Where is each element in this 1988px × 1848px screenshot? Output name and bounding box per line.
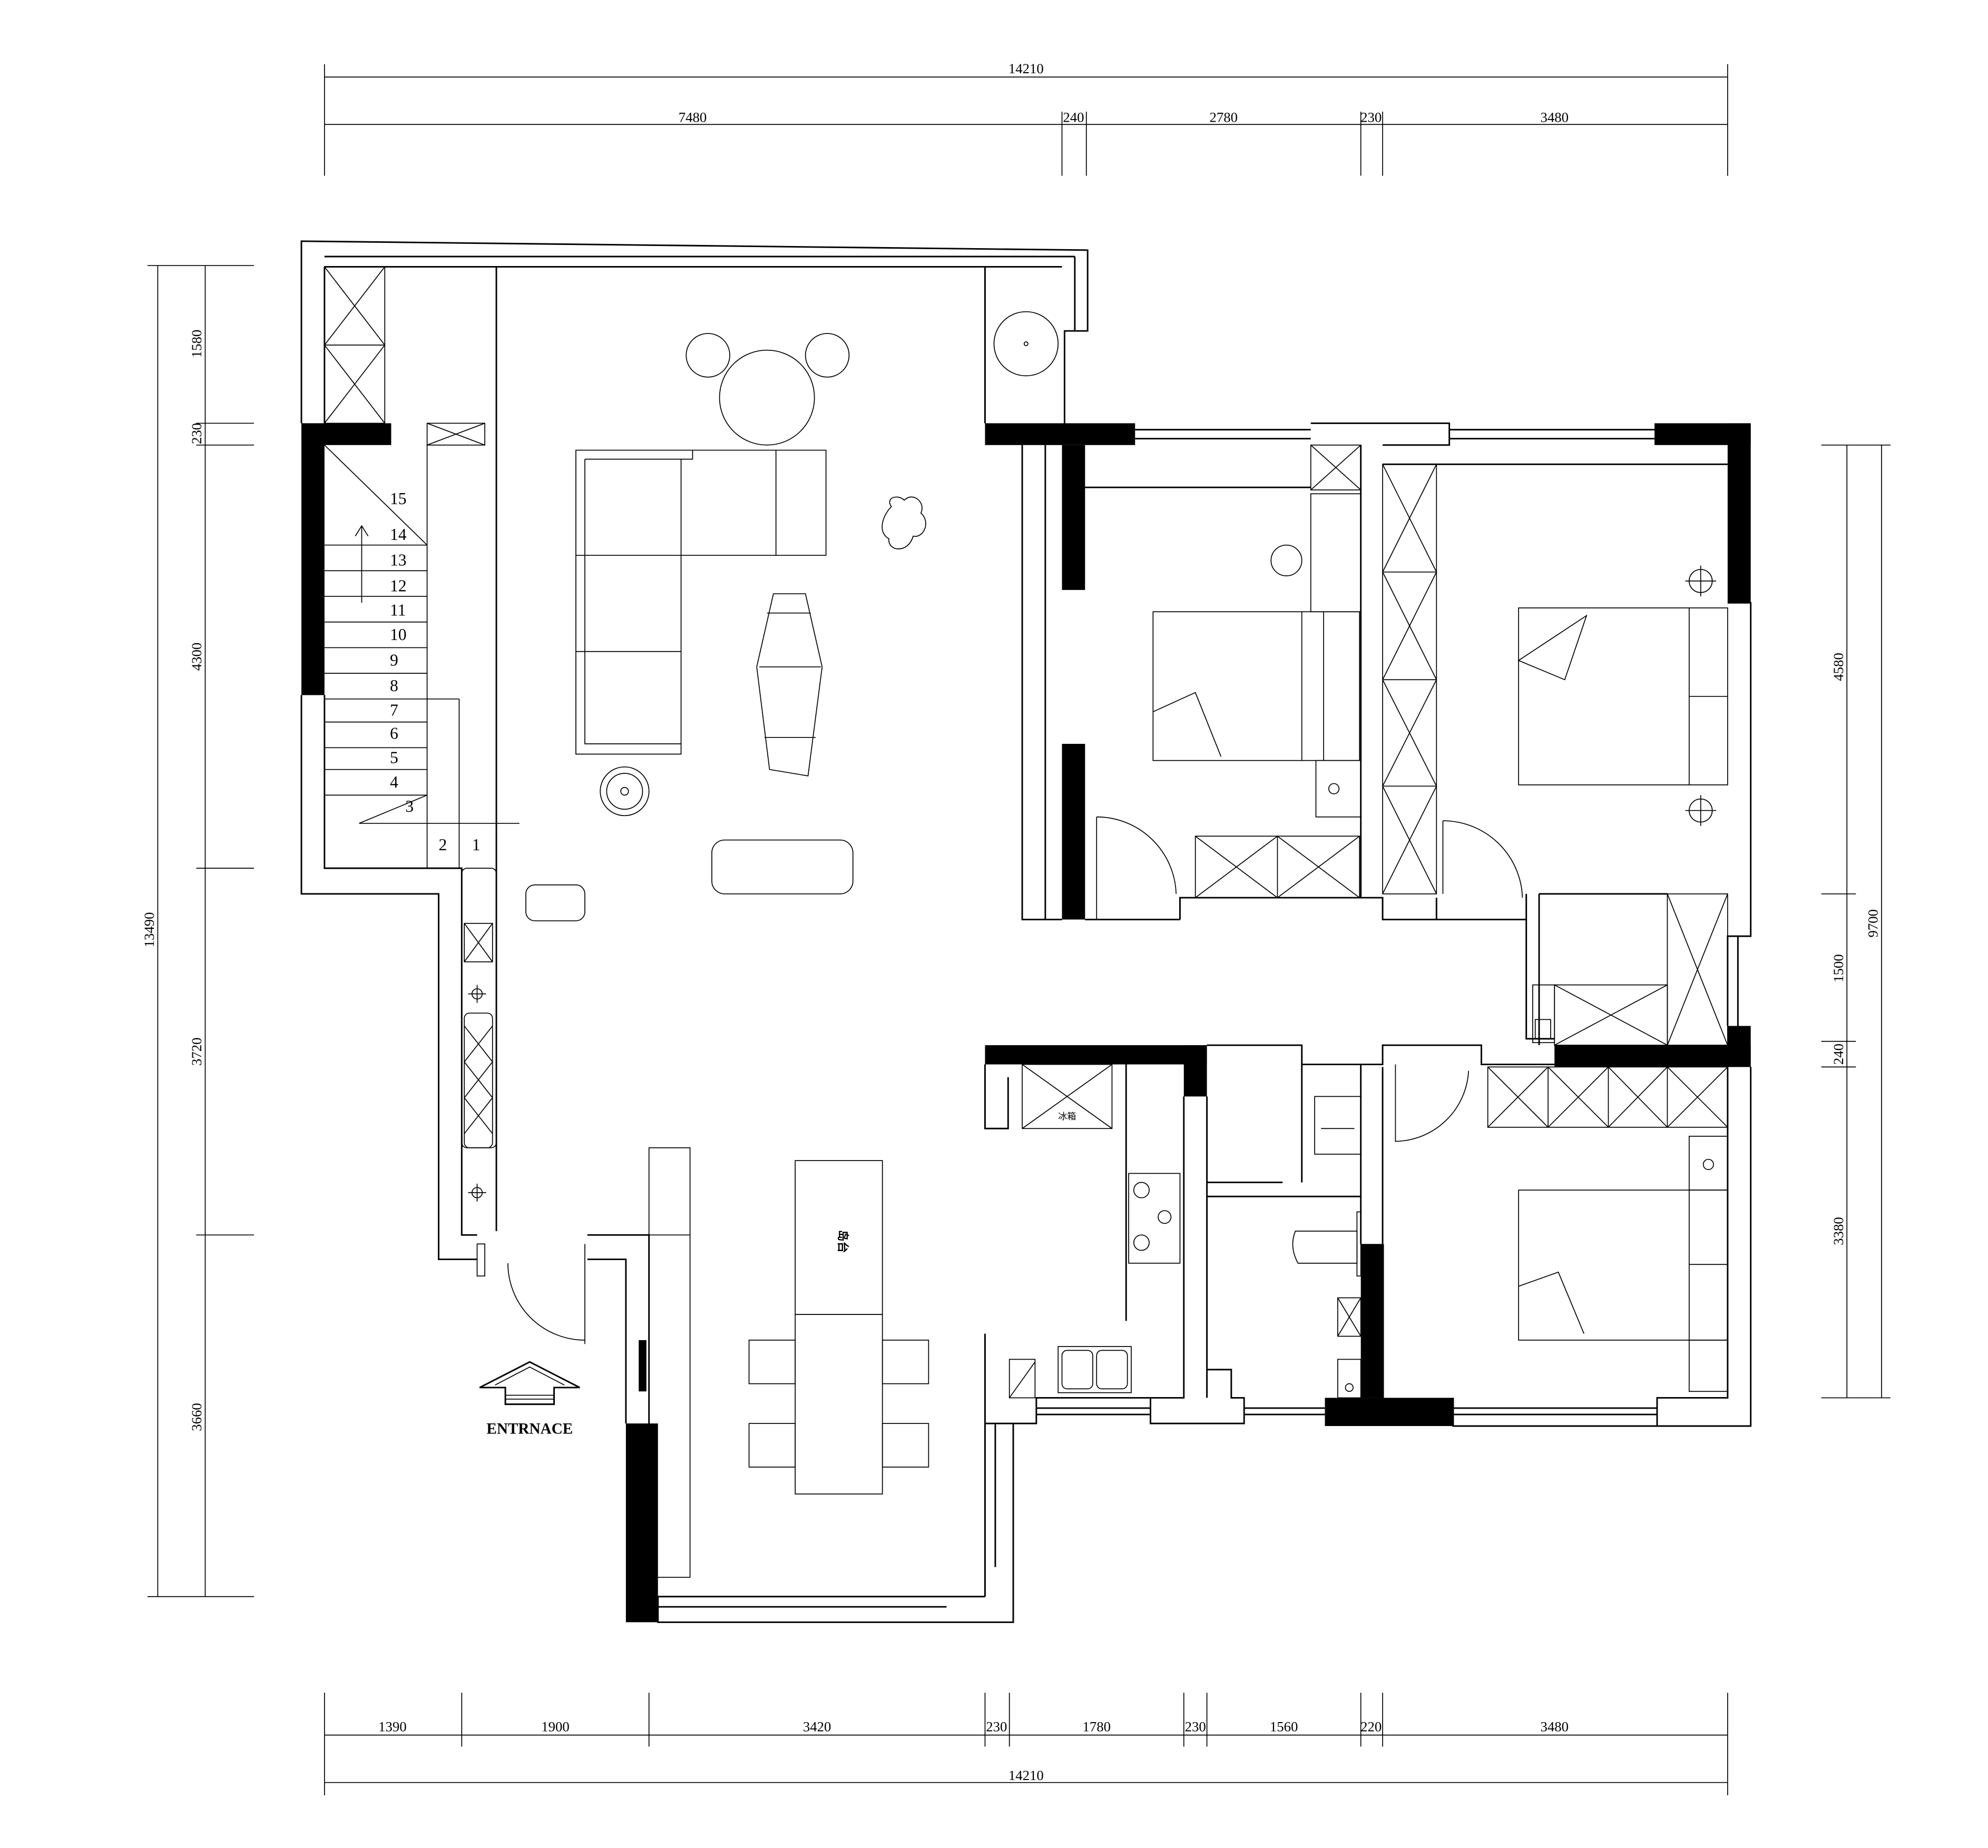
coffee-table [756,593,823,776]
stair-step-number: 11 [390,601,406,620]
stair-step-number: 4 [390,773,398,791]
entrance-label: ENTRNACE [486,1421,573,1438]
dim-bottom: 3420 [803,1718,831,1734]
dim-right: 240 [1830,1044,1846,1065]
dim-top-total: 14210 [1008,61,1044,76]
dim-left: 230 [189,423,204,444]
stair-step-number: 9 [390,651,398,670]
bottom-dimensions: 1390 1900 3420 230 1780 230 1560 220 348… [324,1693,1728,1796]
dim-bottom-total: 14210 [1008,1767,1044,1783]
stair-step-number: 1 [472,835,481,854]
bed [1518,1190,1728,1341]
staircase: 1 2 3 4 5 6 7 8 9 10 11 12 13 14 15 [324,422,520,869]
dim-left-total: 13490 [141,912,157,947]
dim-right: 3380 [1830,1217,1846,1245]
top-dimensions: 14210 7480 240 2780 230 3480 [324,61,1728,176]
left-dimensions: 13490 1580 230 4300 3720 3660 [141,265,254,1597]
stair-step-number: 5 [390,749,398,767]
dim-bottom: 1780 [1082,1718,1111,1734]
dim-top: 3480 [1540,109,1569,125]
stair-step-number: 8 [390,676,398,695]
right-dimensions: 4580 1500 240 3380 9700 [1821,444,1891,1399]
dim-bottom: 1560 [1270,1718,1298,1734]
dim-top: 7480 [679,109,707,125]
stair-step-number: 14 [390,525,407,544]
dim-left: 1580 [189,330,204,358]
stair-step-number: 12 [390,576,407,595]
dim-bottom: 1900 [541,1718,570,1734]
bedrooms [1152,493,1728,1392]
stair-step-number: 6 [390,724,398,742]
dim-bottom: 1390 [378,1718,407,1734]
dim-right: 4580 [1830,653,1846,681]
dim-bottom: 3480 [1540,1718,1569,1734]
dim-top: 2780 [1209,109,1238,125]
sofa [575,449,827,755]
doors [476,816,1523,1344]
sink [1057,1346,1132,1393]
dim-right-total: 9700 [1865,909,1881,938]
stair-step-number: 2 [438,835,447,854]
round-table [719,349,815,446]
bed [1152,611,1360,761]
living-furniture [525,311,1059,921]
entrance-arrow-icon [479,1361,580,1405]
solid-walls [301,423,1751,1623]
fridge-label: 冰箱 [1058,1112,1076,1122]
stair-step-number: 10 [390,625,407,644]
dim-bottom: 220 [1360,1718,1382,1734]
island-label: 岛台 [836,1230,849,1253]
dim-left: 3720 [189,1037,204,1066]
stair-step-number: 15 [390,489,407,508]
dim-bottom: 230 [1185,1718,1206,1734]
fridge [1022,1064,1113,1129]
dining: 岛台 [648,1147,929,1578]
bench [711,839,854,894]
kitchen: 冰箱 [1008,1064,1181,1399]
bathroom [1292,984,1555,1399]
plant [882,496,926,549]
dim-top: 240 [1063,109,1084,125]
cabinets [324,266,1728,1337]
stair-step-number: 7 [390,701,398,719]
dining-table [795,1314,883,1495]
toilet [1292,1231,1358,1264]
stair-step-number: 3 [405,797,414,815]
stove [1128,1173,1181,1264]
dim-left: 3660 [189,1403,204,1431]
dim-bottom: 230 [986,1718,1007,1734]
dim-right: 1500 [1830,954,1846,982]
stair-step-number: 13 [390,551,407,569]
dim-top: 230 [1360,109,1382,125]
dim-left: 4300 [189,643,204,671]
wall-outlines [300,240,1752,1623]
ottoman [525,884,585,921]
entrance-marker: ENTRNACE [479,1361,580,1438]
